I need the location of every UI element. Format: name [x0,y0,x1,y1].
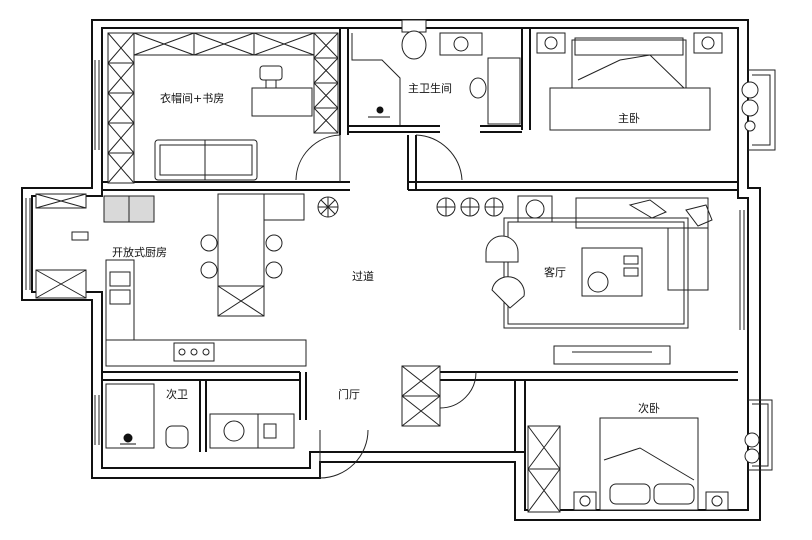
label-corridor: 过道 [352,270,374,283]
second-bath-fixtures [105,383,295,449]
label-kitchen: 开放式厨房 [112,246,167,259]
label-study: 衣帽间+书房 [160,92,225,105]
foyer-elements [319,365,477,479]
master-bedroom-furniture [536,32,759,132]
label-second-bath: 次卫 [166,388,188,401]
label-master-bedroom: 主卧 [618,112,640,125]
label-master-bath: 主卫生间 [408,82,452,95]
study-furniture [107,32,341,184]
windows [25,60,776,471]
decor-plants [317,196,504,218]
label-foyer: 门厅 [338,388,360,401]
kitchen-furniture [35,193,307,367]
interior-walls [91,28,738,452]
living-room-furniture [485,195,713,365]
label-second-bedroom: 次卧 [638,402,660,415]
second-bedroom-furniture [527,417,760,513]
master-bath-fixtures [351,19,521,181]
label-living-room: 客厅 [544,266,566,279]
